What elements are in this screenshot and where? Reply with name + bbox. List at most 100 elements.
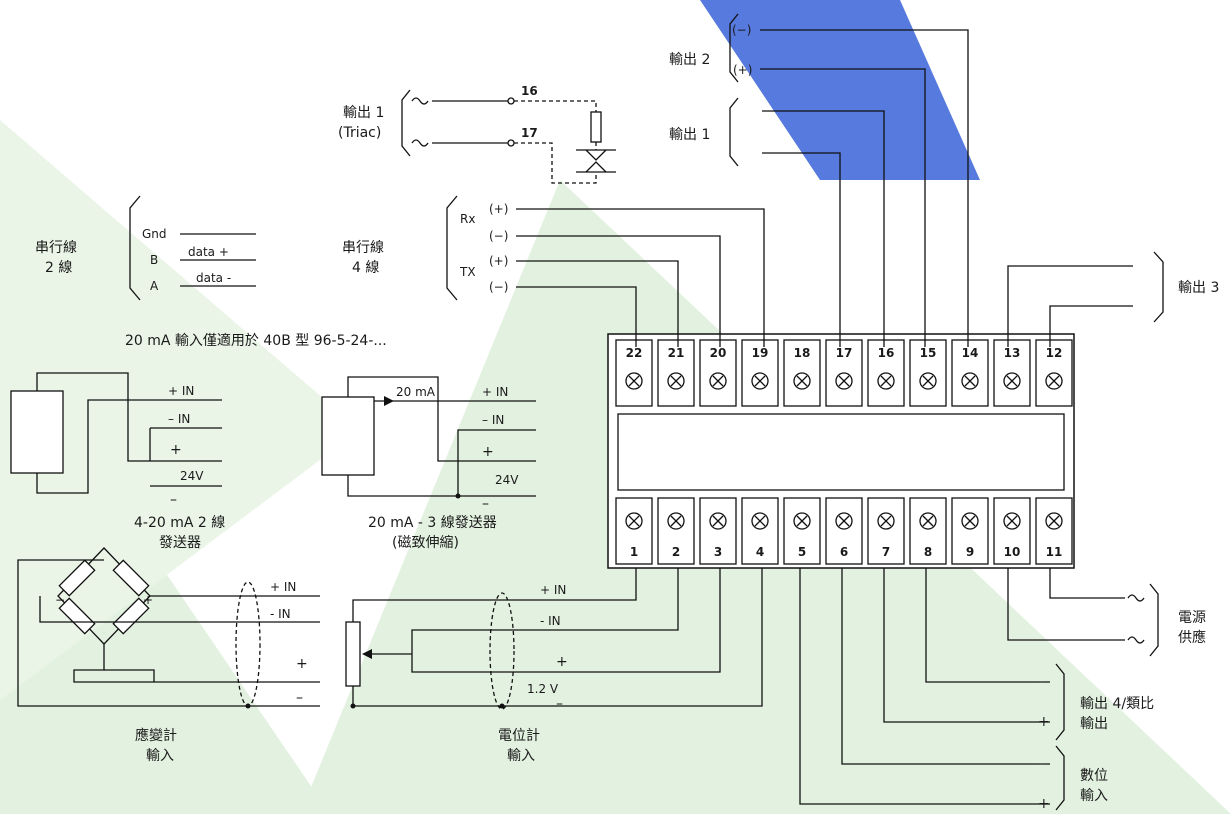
pot-plus-in: + IN [540, 583, 566, 597]
terminal-number: 22 [626, 346, 643, 360]
watermark-blue-shape [700, 0, 980, 180]
terminal-number: 18 [794, 346, 811, 360]
terminal-4: 4 [741, 497, 779, 565]
terminal-17: 17 [825, 339, 863, 407]
shield-icon [235, 581, 261, 707]
power-supply-group: 電源 供應 [1007, 568, 1206, 657]
minus-in-label: – IN [482, 413, 504, 427]
output1-triac-group: 輸出 1 (Triac) 16 17 [338, 84, 616, 184]
terminal-number: 7 [882, 545, 890, 559]
out4-minus: – [1038, 674, 1045, 690]
power-label: 電源 [1178, 610, 1206, 626]
tx3-sublabel: (磁致伸縮) [392, 535, 459, 551]
power-sublabel: 供應 [1178, 629, 1206, 646]
terminal-number: 20 [710, 346, 727, 360]
terminal-5: 5 [783, 497, 821, 565]
out4-brace [1055, 663, 1065, 741]
rx-plus: (+) [489, 202, 508, 216]
shield-icon [489, 592, 515, 710]
pot-sublabel: 輸入 [507, 748, 535, 764]
wiper-arrow-icon [362, 649, 372, 659]
terminal-number: 19 [752, 346, 769, 360]
digital-label: 數位 [1080, 768, 1108, 784]
digital-minus: – [1038, 756, 1045, 772]
terminal-2: 2 [657, 497, 695, 565]
transmitter-box-icon [321, 396, 375, 476]
terminal-number: 1 [630, 545, 638, 559]
tx-plus: (+) [489, 254, 508, 268]
pot-label: 電位計 [498, 728, 540, 744]
resistor-icon [590, 111, 602, 143]
data-minus-label: data - [196, 271, 231, 285]
pot-minus-in: - IN [540, 614, 561, 628]
plus-24v-label: + [482, 444, 494, 460]
sg-plus: + [296, 656, 308, 672]
note-20ma: 20 mA 輸入僅適用於 40B 型 96-5-24-... [125, 332, 387, 349]
ac-symbol-icon [1127, 636, 1145, 644]
serial2-label: 串行線 [35, 240, 77, 256]
out3-label: 輸出 3 [1178, 280, 1219, 296]
triac-icon [576, 149, 616, 173]
minus-24v-label: – [482, 496, 489, 512]
serial4-label: 串行線 [342, 240, 384, 256]
b-label: B [150, 253, 158, 267]
out1-triac-brace [401, 89, 411, 157]
transmitter-2wire-group: + IN – IN + 24V – 4-20 mA 2 線 發送器 [10, 372, 225, 551]
terminal-16-ref: 16 [521, 84, 538, 98]
terminal-6: 6 [825, 497, 863, 565]
terminal-1: 1 [615, 497, 653, 565]
terminal-14: 14 [951, 339, 989, 407]
rx-minus: (−) [489, 229, 508, 243]
strain-label: 應變計 [135, 727, 177, 744]
digital-sublabel: 輸入 [1080, 788, 1108, 804]
terminal-number: 21 [668, 346, 685, 360]
ac-symbol-icon [411, 139, 429, 147]
terminal-number: 9 [966, 545, 974, 559]
watermark-green-left-upper [0, 120, 360, 700]
serial2-sublabel: 2 線 [45, 260, 72, 276]
minus-24v-label: – [170, 492, 177, 508]
serial-4wire-group: 串行線 4 線 Rx TX (+) (−) (+) (−) [342, 195, 765, 347]
terminal-number: 5 [798, 545, 806, 559]
terminal-19: 19 [741, 339, 779, 407]
tx-minus: (−) [489, 280, 508, 294]
transmitter-3wire-group: 20 mA + IN – IN + 24V – 20 mA - 3 線發送器 (… [321, 376, 536, 551]
v24-label: 24V [495, 473, 519, 487]
terminal-13: 13 [993, 339, 1031, 407]
terminal-number: 12 [1046, 346, 1063, 360]
display-window [617, 413, 1065, 491]
transmitter-box-icon [10, 390, 64, 474]
serial2-brace [129, 195, 141, 301]
out1-triac-label: 輸出 1 [343, 105, 384, 121]
out1-relay-brace [729, 97, 739, 167]
terminal-7: 7 [867, 497, 905, 565]
terminal-15: 15 [909, 339, 947, 407]
output2-group: 輸出 2 (−) (+) [669, 13, 969, 347]
a-label: A [150, 279, 159, 293]
potentiometer-icon [345, 621, 361, 687]
digital-brace [1055, 745, 1065, 811]
data-plus-label: data + [188, 245, 229, 259]
tx2-sublabel: 發送器 [159, 535, 201, 551]
strain-gauge-group: − + + IN - IN + – 應變計 輸入 [17, 547, 320, 764]
terminal-12: 12 [1035, 339, 1073, 407]
current-arrow-icon [384, 396, 394, 406]
svg-text:−: − [55, 593, 65, 607]
ac-symbol-icon [1127, 594, 1145, 602]
plus-in-label: + IN [168, 384, 194, 398]
sg-plus-in: + IN [270, 580, 296, 594]
out3-brace [1153, 251, 1164, 323]
digital-plus: + [1038, 796, 1050, 812]
power-brace [1149, 583, 1159, 657]
terminal-16: 16 [867, 339, 905, 407]
terminal-21: 21 [657, 339, 695, 407]
out4-sublabel: 輸出 [1080, 716, 1108, 732]
terminal-number: 11 [1046, 545, 1063, 559]
plus-24v-label: + [170, 442, 182, 458]
svg-text:+: + [143, 593, 153, 607]
output4-group: – + 輸出 4/類比 輸出 [883, 568, 1154, 741]
gnd-label: Gnd [142, 227, 167, 241]
ma20-label: 20 mA [396, 385, 436, 399]
output1-relay-group: 輸出 1 [669, 97, 885, 347]
